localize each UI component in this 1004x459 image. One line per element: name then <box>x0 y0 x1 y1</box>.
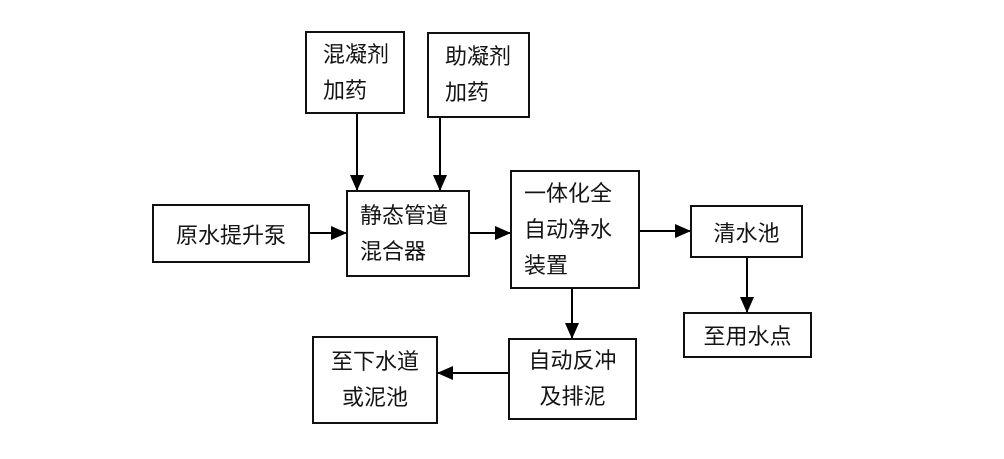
flow-box-clear-water-tank: 清水池 <box>690 205 803 258</box>
flow-box-static-pipe-mixer: 静态管道 混合器 <box>346 190 470 277</box>
box-label-raw-water-lift-pump: 原水提升泵 <box>175 222 286 248</box>
box-label-clear-water-tank: 清水池 <box>713 220 780 246</box>
box-label-to-water-use-point: 至用水点 <box>703 324 792 349</box>
box-label-coagulant-dosing: 混凝剂 加药 <box>323 41 390 103</box>
flow-box-auto-backwash-sludge: 自动反冲 及排泥 <box>508 338 637 420</box>
flow-box-to-water-use-point: 至用水点 <box>683 312 812 358</box>
flow-box-to-sewer-or-mud-pool: 至下水道 或泥池 <box>312 336 438 424</box>
box-label-static-pipe-mixer: 静态管道 混合器 <box>360 202 449 264</box>
box-label-coagulant-aid-dosing: 助凝剂 加药 <box>445 44 512 105</box>
flow-box-coagulant-dosing: 混凝剂 加药 <box>305 31 405 114</box>
box-label-to-sewer-or-mud-pool: 至下水道 或泥池 <box>330 349 419 410</box>
box-label-auto-backwash-sludge: 自动反冲 及排泥 <box>528 348 617 409</box>
flow-box-coagulant-aid-dosing: 助凝剂 加药 <box>427 32 530 118</box>
flow-box-raw-water-lift-pump: 原水提升泵 <box>152 204 310 263</box>
flow-box-integrated-auto-purifier: 一体化全 自动净水 装置 <box>510 170 640 289</box>
box-label-integrated-auto-purifier: 一体化全 自动净水 装置 <box>524 180 613 278</box>
